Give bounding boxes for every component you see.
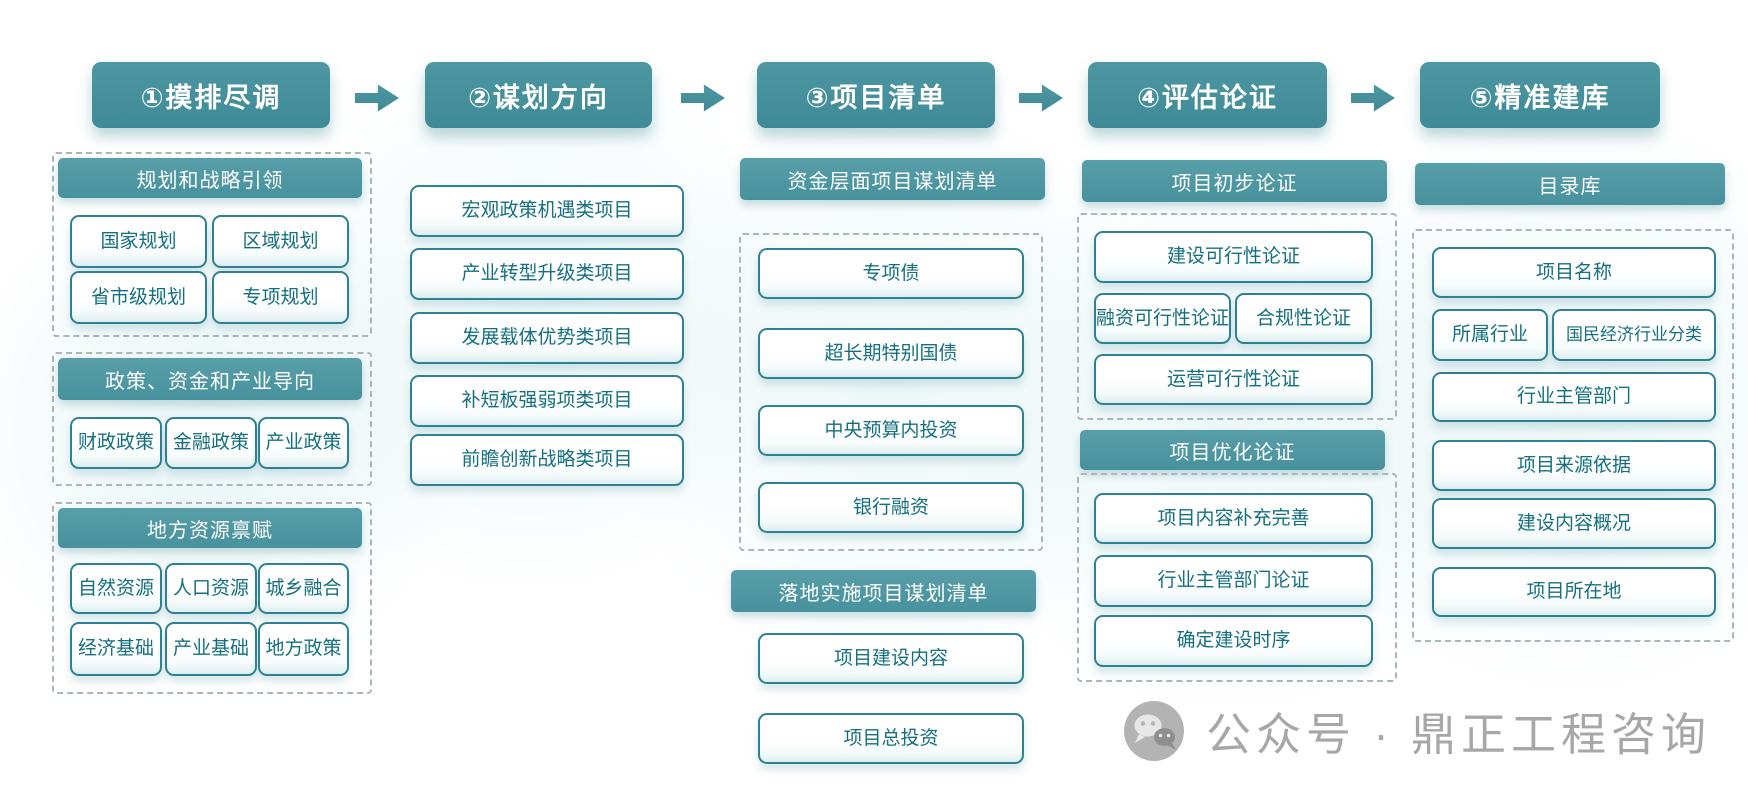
flow-node: 产业政策 bbox=[258, 417, 349, 469]
flow-node: 融资可行性论证 bbox=[1094, 293, 1231, 344]
step-header-project-list: ③项目清单 bbox=[757, 62, 995, 128]
policy-group-container bbox=[52, 352, 372, 486]
flow-arrow-4 bbox=[1351, 84, 1395, 112]
flow-node: 项目名称 bbox=[1432, 247, 1716, 298]
flow-node: 财政政策 bbox=[70, 417, 162, 469]
planning-group-container bbox=[52, 152, 372, 337]
flow-node: 金融政策 bbox=[165, 417, 257, 469]
step-header-direction: ②谋划方向 bbox=[425, 62, 652, 128]
resource-group-container bbox=[52, 502, 372, 694]
watermark: 公众号 · 鼎正工程咨询 bbox=[1122, 698, 1711, 763]
flow-node: 确定建设时序 bbox=[1094, 615, 1373, 667]
group-title-optimization: 项目优化论证 bbox=[1080, 430, 1385, 470]
group-title-implementation: 落地实施项目谋划清单 bbox=[731, 570, 1036, 612]
group-title-resource: 地方资源禀赋 bbox=[58, 508, 362, 548]
flow-node: 省市级规划 bbox=[70, 271, 207, 324]
flow-node: 银行融资 bbox=[758, 482, 1024, 533]
flow-node: 人口资源 bbox=[165, 563, 257, 614]
flow-node: 建设可行性论证 bbox=[1094, 231, 1373, 283]
flow-arrow-1 bbox=[355, 84, 399, 112]
funding-group-container bbox=[739, 233, 1043, 551]
flow-node: 经济基础 bbox=[70, 622, 162, 676]
flow-node: 所属行业 bbox=[1432, 309, 1548, 361]
flow-node: 前瞻创新战略类项目 bbox=[410, 434, 684, 486]
step-header-due-diligence: ①摸排尽调 bbox=[92, 62, 330, 128]
preliminary-group-container bbox=[1077, 213, 1397, 420]
flow-node: 行业主管部门 bbox=[1432, 372, 1716, 422]
flow-node: 城乡融合 bbox=[258, 563, 349, 614]
flow-node: 区域规划 bbox=[212, 215, 349, 268]
catalog-group-container bbox=[1412, 229, 1734, 642]
group-title-funding: 资金层面项目谋划清单 bbox=[740, 158, 1045, 200]
flow-node: 项目所在地 bbox=[1432, 567, 1716, 617]
flow-node: 补短板强弱项类项目 bbox=[410, 375, 684, 427]
flow-arrow-3 bbox=[1019, 84, 1063, 112]
flow-node: 中央预算内投资 bbox=[758, 405, 1024, 456]
group-title-policy: 政策、资金和产业导向 bbox=[58, 358, 362, 400]
flow-node: 合规性论证 bbox=[1235, 293, 1372, 344]
group-title-planning: 规划和战略引领 bbox=[58, 158, 362, 198]
flow-node: 自然资源 bbox=[70, 563, 162, 614]
step-header-evaluation: ④评估论证 bbox=[1088, 62, 1327, 128]
flow-node: 国民经济行业分类 bbox=[1552, 309, 1716, 361]
flow-node: 项目内容补充完善 bbox=[1094, 493, 1373, 544]
flow-node: 运营可行性论证 bbox=[1094, 354, 1373, 405]
optimization-group-container bbox=[1077, 473, 1397, 682]
wechat-icon bbox=[1122, 699, 1186, 763]
flow-node: 项目建设内容 bbox=[758, 633, 1024, 684]
flow-node: 地方政策 bbox=[258, 622, 349, 676]
group-title-catalog: 目录库 bbox=[1415, 163, 1725, 205]
flow-node: 建设内容概况 bbox=[1432, 498, 1716, 549]
flow-node: 产业转型升级类项目 bbox=[410, 248, 684, 300]
flow-node: 国家规划 bbox=[70, 215, 207, 268]
flow-node: 项目来源依据 bbox=[1432, 440, 1716, 491]
flow-node: 专项规划 bbox=[212, 271, 349, 324]
flow-node: 项目总投资 bbox=[758, 713, 1024, 764]
flow-node: 发展载体优势类项目 bbox=[410, 312, 684, 364]
step-header-database: ⑤精准建库 bbox=[1420, 62, 1660, 128]
group-title-preliminary: 项目初步论证 bbox=[1082, 160, 1387, 202]
flow-arrow-2 bbox=[681, 84, 725, 112]
flow-node: 产业基础 bbox=[165, 622, 257, 676]
flow-node: 行业主管部门论证 bbox=[1094, 555, 1373, 607]
flow-node: 宏观政策机遇类项目 bbox=[410, 185, 684, 237]
flow-node: 专项债 bbox=[758, 248, 1024, 299]
flow-node: 超长期特别国债 bbox=[758, 328, 1024, 379]
watermark-text: 公众号 · 鼎正工程咨询 bbox=[1206, 709, 1711, 760]
